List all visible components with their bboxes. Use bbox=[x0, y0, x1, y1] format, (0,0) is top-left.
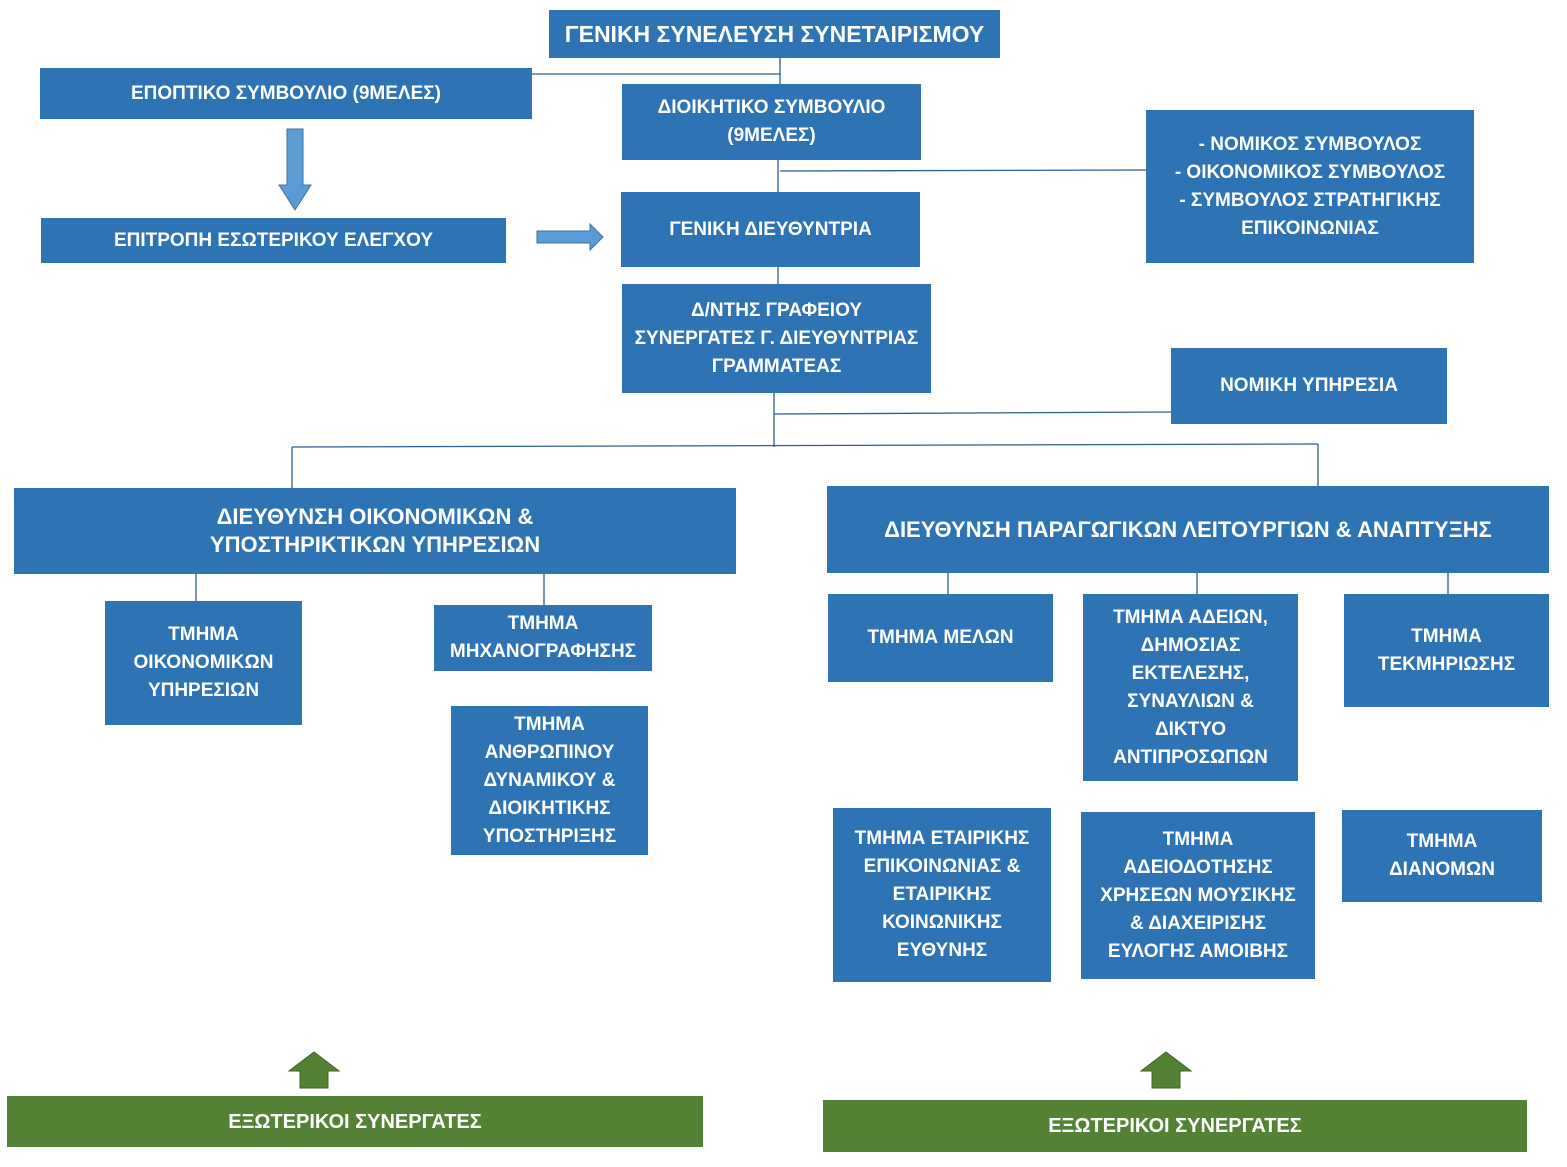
arrow-down-icon bbox=[278, 128, 312, 211]
general-director-box: ΓΕΝΙΚΗ ΔΙΕΥΘΥΝΤΡΙΑ bbox=[621, 192, 920, 267]
external-partners-right-box: ΕΞΩΤΕΡΙΚΟΙ ΣΥΝΕΡΓΑΤΕΣ bbox=[823, 1100, 1527, 1152]
dept-it-box: ΤΜΗΜΑ ΜΗΧΑΝΟΓΡΑΦΗΣΗΣ bbox=[434, 605, 652, 671]
arrow-right-icon bbox=[536, 223, 604, 251]
dept-distributions-box: ΤΜΗΜΑ ΔΙΑΝΟΜΩΝ bbox=[1342, 810, 1542, 902]
connector-legal-service bbox=[773, 411, 1172, 415]
supervisory-board-box: ΕΠΟΠΤΙΚΟ ΣΥΜΒΟΥΛΙΟ (9ΜΕΛΕΣ) bbox=[40, 68, 532, 119]
dept-members-box: ΤΜΗΜΑ ΜΕΛΩΝ bbox=[828, 594, 1053, 682]
connector-horizontal-bus bbox=[291, 443, 1319, 448]
dept-licenses-box: ΤΜΗΜΑ ΑΔΕΙΩΝ, ΔΗΜΟΣΙΑΣ ΕΚΤΕΛΕΣΗΣ, ΣΥΝΑΥΛ… bbox=[1083, 594, 1298, 781]
finance-directorate-box: ΔΙΕΥΘΥΝΣΗ ΟΙΚΟΝΟΜΙΚΩΝ & ΥΠΟΣΤΗΡΙΚΤΙΚΩΝ Υ… bbox=[14, 488, 736, 574]
dept-documentation-box: ΤΜΗΜΑ ΤΕΚΜΗΡΙΩΣΗΣ bbox=[1344, 594, 1549, 707]
legal-service-box: ΝΟΜΙΚΗ ΥΠΗΡΕΣΙΑ bbox=[1171, 348, 1447, 424]
dept-communication-box: ΤΜΗΜΑ ΕΤΑΙΡΙΚΗΣ ΕΠΙΚΟΙΝΩΝΙΑΣ & ΕΤΑΙΡΙΚΗΣ… bbox=[833, 808, 1051, 982]
arrow-up-right-icon bbox=[1140, 1051, 1192, 1089]
dept-financial-box: ΤΜΗΜΑ ΟΙΚΟΝΟΜΙΚΩΝ ΥΠΗΡΕΣΙΩΝ bbox=[105, 601, 302, 725]
dept-hr-box: ΤΜΗΜΑ ΑΝΘΡΩΠΙΝΟΥ ΔΥΝΑΜΙΚΟΥ & ΔΙΟΙΚΗΤΙΚΗΣ… bbox=[451, 706, 648, 855]
office-director-box: Δ/ΝΤΗΣ ΓΡΑΦΕΙΟΥ ΣΥΝΕΡΓΑΤΕΣ Γ. ΔΙΕΥΘΥΝΤΡΙ… bbox=[622, 284, 931, 393]
advisors-box: - ΝΟΜΙΚΟΣ ΣΥΜΒΟΥΛΟΣ - ΟΙΚΟΝΟΜΙΚΟΣ ΣΥΜΒΟΥ… bbox=[1146, 110, 1474, 263]
arrow-up-left-icon bbox=[288, 1051, 340, 1089]
board-of-directors-box: ΔΙΟΙΚΗΤΙΚΟ ΣΥΜΒΟΥΛΙΟ (9ΜΕΛΕΣ) bbox=[622, 84, 921, 160]
general-assembly-box: ΓΕΝΙΚΗ ΣΥΝΕΛΕΥΣΗ ΣΥΝΕΤΑΙΡΙΣΜΟΥ bbox=[549, 10, 1000, 58]
production-directorate-box: ΔΙΕΥΘΥΝΣΗ ΠΑΡΑΓΩΓΙΚΩΝ ΛΕΙΤΟΥΡΓΙΩΝ & ΑΝΑΠ… bbox=[827, 486, 1549, 573]
dept-music-licensing-box: ΤΜΗΜΑ ΑΔΕΙΟΔΟΤΗΣΗΣ ΧΡΗΣΕΩΝ ΜΟΥΣΙΚΗΣ & ΔΙ… bbox=[1081, 812, 1315, 979]
connector-advisors bbox=[779, 169, 1147, 172]
external-partners-left-box: ΕΞΩΤΕΡΙΚΟΙ ΣΥΝΕΡΓΑΤΕΣ bbox=[7, 1096, 703, 1147]
internal-audit-box: ΕΠΙΤΡΟΠΗ ΕΣΩΤΕΡΙΚΟΥ ΕΛΕΓΧΟΥ bbox=[41, 218, 506, 263]
